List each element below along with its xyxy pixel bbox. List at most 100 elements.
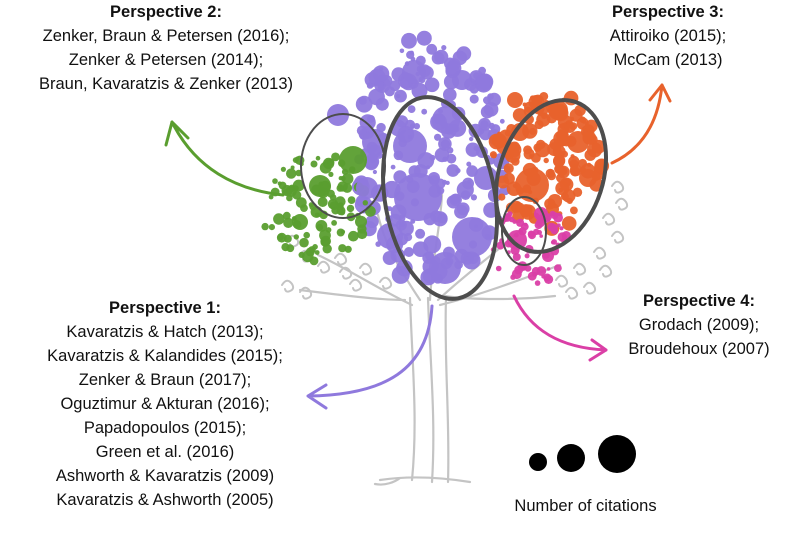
perspective-3-ref: McCam (2013) xyxy=(613,51,723,69)
bubble-perspective-3 xyxy=(578,158,588,168)
perspective-1-label: Perspective 1: Kavaratzis & Hatch (2013)… xyxy=(0,296,330,512)
leaf-curl xyxy=(317,260,331,274)
bubble-perspective-3 xyxy=(520,204,536,220)
bubble-perspective-1 xyxy=(426,43,438,55)
bubble-perspective-3 xyxy=(539,92,549,101)
bubble-perspective-1 xyxy=(431,51,445,65)
bubble-perspective-1 xyxy=(375,97,389,111)
bubble-perspective-1 xyxy=(404,233,413,242)
bubble-perspective-3 xyxy=(561,216,577,231)
perspective-1-ref: Oguztimur & Akturan (2016); xyxy=(60,395,270,413)
citation-size-legend xyxy=(529,435,636,473)
bubble-perspective-2 xyxy=(310,160,318,168)
bubble-perspective-2 xyxy=(365,205,376,217)
bubble-large xyxy=(507,92,523,108)
leaf-curl xyxy=(602,212,616,226)
bubble-perspective-1 xyxy=(416,30,432,46)
bubble-perspective-3 xyxy=(503,172,515,185)
bubble-perspective-2 xyxy=(283,217,294,228)
bubble-perspective-1 xyxy=(469,136,474,142)
legend-dot-medium xyxy=(557,444,585,472)
bubble-perspective-2 xyxy=(302,250,314,263)
bubble-perspective-4 xyxy=(512,253,521,261)
perspective-2-outline xyxy=(300,113,386,219)
leaf-curl xyxy=(611,230,625,244)
bubble-perspective-2 xyxy=(328,159,333,164)
bubble-perspective-1 xyxy=(424,77,440,93)
bubble-perspective-3 xyxy=(531,153,541,163)
bubble-perspective-2 xyxy=(338,244,347,253)
bubble-perspective-4 xyxy=(510,274,516,280)
bubble-perspective-1 xyxy=(499,118,505,124)
bubble-perspective-2 xyxy=(325,227,332,233)
leaf-curl xyxy=(555,274,569,288)
perspective-3-ref: Attiroiko (2015); xyxy=(609,27,727,45)
perspective-1-title: Perspective 1: xyxy=(109,299,221,317)
bubble-perspective-2 xyxy=(312,244,318,250)
bubble-perspective-3 xyxy=(559,177,574,192)
bubble-large xyxy=(339,146,367,174)
bubble-perspective-4 xyxy=(550,212,559,220)
bubble-perspective-2 xyxy=(295,156,300,161)
perspective-4-label: Perspective 4: Grodach (2009); Broudehou… xyxy=(604,289,790,361)
leaf-curl xyxy=(339,266,353,280)
bubble-perspective-1 xyxy=(467,179,472,184)
leaf-curl xyxy=(611,180,625,194)
bubble-perspective-3 xyxy=(543,157,549,164)
bubble-perspective-1 xyxy=(410,123,415,129)
bubble-perspective-3 xyxy=(564,122,576,133)
bubble-perspective-3 xyxy=(503,163,514,174)
perspective-3-title: Perspective 3: xyxy=(612,3,724,21)
bubble-perspective-2 xyxy=(331,220,337,226)
bubble-perspective-2 xyxy=(344,245,352,253)
bubble-perspective-2 xyxy=(338,176,343,181)
bubble-perspective-4 xyxy=(534,280,541,286)
leaf-curl xyxy=(593,246,607,260)
bubble-perspective-1 xyxy=(442,156,448,162)
bubble-perspective-2 xyxy=(261,222,269,231)
bubble-perspective-2 xyxy=(292,185,299,192)
bubble-perspective-2 xyxy=(308,202,314,208)
legend-dot-large xyxy=(598,435,636,473)
bubble-perspective-1 xyxy=(401,32,417,49)
bubble-large xyxy=(429,252,461,284)
bubble-perspective-2 xyxy=(342,173,354,185)
bubble-perspective-2 xyxy=(268,194,274,200)
bubble-perspective-4 xyxy=(546,267,551,271)
bubble-perspective-1 xyxy=(390,164,396,170)
leaf-curl xyxy=(573,262,587,276)
bubble-perspective-1 xyxy=(413,123,420,130)
bubble-perspective-1 xyxy=(437,213,448,224)
bubble-perspective-4 xyxy=(551,239,557,245)
bubble-perspective-1 xyxy=(456,202,470,216)
bubble-perspective-4 xyxy=(524,222,528,227)
bubble-perspective-1 xyxy=(469,84,479,94)
arrow-perspective-2 xyxy=(164,120,285,197)
perspective-1-ref: Kavaratzis & Ashworth (2005) xyxy=(56,491,274,509)
bubble-perspective-4 xyxy=(514,265,524,275)
arrow-perspective-1 xyxy=(306,304,434,410)
leaf-curl xyxy=(565,286,579,300)
bubble-perspective-4 xyxy=(554,264,562,272)
bubble-perspective-2 xyxy=(348,230,359,242)
perspective-1-ref: Green et al. (2016) xyxy=(95,443,235,461)
bubble-perspective-1 xyxy=(394,89,407,103)
bubble-perspective-1 xyxy=(415,228,426,239)
bubble-perspective-4 xyxy=(524,253,530,259)
bubble-perspective-4 xyxy=(533,228,540,236)
bubble-perspective-1 xyxy=(379,81,384,86)
bubble-perspective-1 xyxy=(396,259,413,277)
bubble-perspective-1 xyxy=(446,153,457,164)
bubble-perspective-2 xyxy=(346,204,355,213)
leaf-curl xyxy=(599,264,613,278)
bubble-perspective-1 xyxy=(382,251,397,265)
bubble-perspective-2 xyxy=(331,152,340,162)
bubble-large xyxy=(452,217,492,257)
bubble-large xyxy=(452,70,472,90)
bubble-perspective-1 xyxy=(372,169,377,175)
bubble-perspective-2 xyxy=(357,228,368,240)
bubble-perspective-1 xyxy=(384,86,395,97)
perspective-4-ref: Broudehoux (2007) xyxy=(628,340,770,358)
bubble-perspective-1 xyxy=(470,194,477,201)
